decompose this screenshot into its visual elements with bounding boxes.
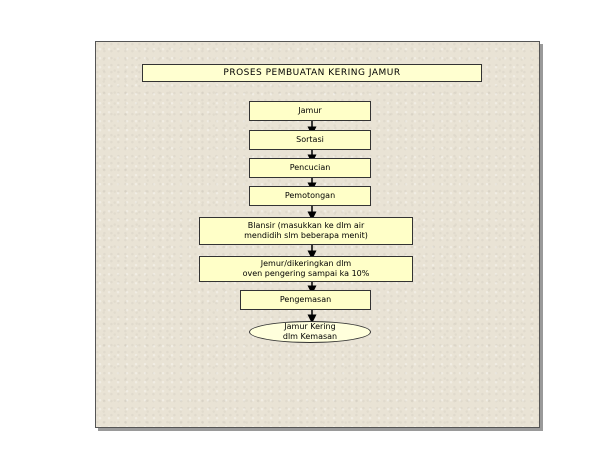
step-pemotongan: Pemotongan xyxy=(249,186,371,206)
diagram-title: PROSES PEMBUATAN KERING JAMUR xyxy=(142,64,482,82)
step-blansir: Blansir (masukkan ke dlm air mendidih sl… xyxy=(199,217,413,245)
step-pemotongan-label: Pemotongan xyxy=(284,191,336,201)
step-sortasi: Sortasi xyxy=(249,130,371,150)
step-result-label-line2: dlm Kemasan xyxy=(282,332,338,341)
step-pencucian: Pencucian xyxy=(249,158,371,178)
step-result-oval: Jamur Kering dlm Kemasan xyxy=(249,321,371,343)
step-jamur-label: Jamur xyxy=(298,106,322,116)
step-blansir-label-line1: Blansir (masukkan ke dlm air xyxy=(247,221,365,231)
step-jemur-label-line2: oven pengering sampai ka 10% xyxy=(242,269,370,278)
step-blansir-label-line2: mendidih slm beberapa menit) xyxy=(244,231,368,240)
step-sortasi-label: Sortasi xyxy=(296,135,324,145)
step-result-label-line1: Jamur Kering xyxy=(284,322,336,332)
step-jemur-label-line1: Jemur/dikeringkan dlm xyxy=(260,259,352,269)
diagram-title-text: PROSES PEMBUATAN KERING JAMUR xyxy=(223,68,401,78)
step-jamur: Jamur xyxy=(249,101,371,121)
step-jemur: Jemur/dikeringkan dlm oven pengering sam… xyxy=(199,256,413,282)
step-pengemasan-label: Pengemasan xyxy=(279,295,332,305)
step-pengemasan: Pengemasan xyxy=(240,290,371,310)
step-pencucian-label: Pencucian xyxy=(289,163,331,173)
